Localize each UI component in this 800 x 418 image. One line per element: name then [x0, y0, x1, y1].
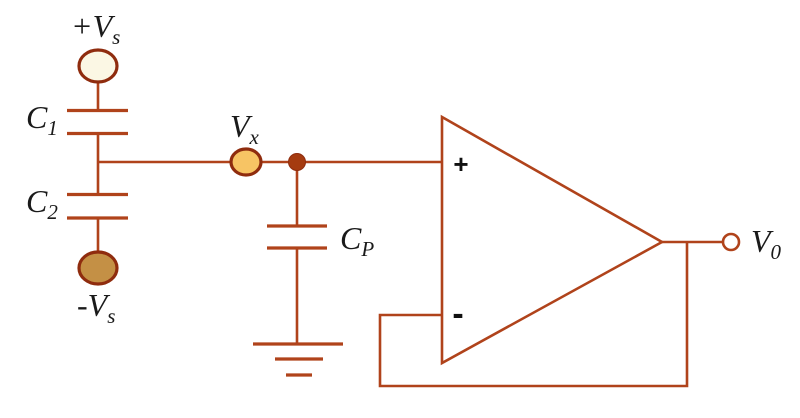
label-cap1: C1: [26, 99, 58, 140]
label-cap2: C2: [26, 183, 58, 224]
supply-pos-terminal: [77, 48, 119, 84]
opamp-minus-sign: -: [452, 295, 463, 333]
label-supply-pos: +Vs: [71, 8, 120, 49]
label-vx: Vx: [230, 108, 260, 149]
supply-neg-terminal: [77, 250, 119, 286]
output-terminal: [721, 232, 741, 252]
label-output: V0: [751, 223, 782, 264]
junction-dot: [288, 153, 306, 171]
vx-node-terminal: [229, 147, 263, 177]
feedback-wire: [378, 242, 689, 388]
opamp-plus-sign: +: [453, 149, 468, 179]
label-capP: CP: [340, 220, 374, 261]
label-supply-neg: -Vs: [77, 287, 115, 328]
opamp-triangle: [440, 114, 665, 366]
